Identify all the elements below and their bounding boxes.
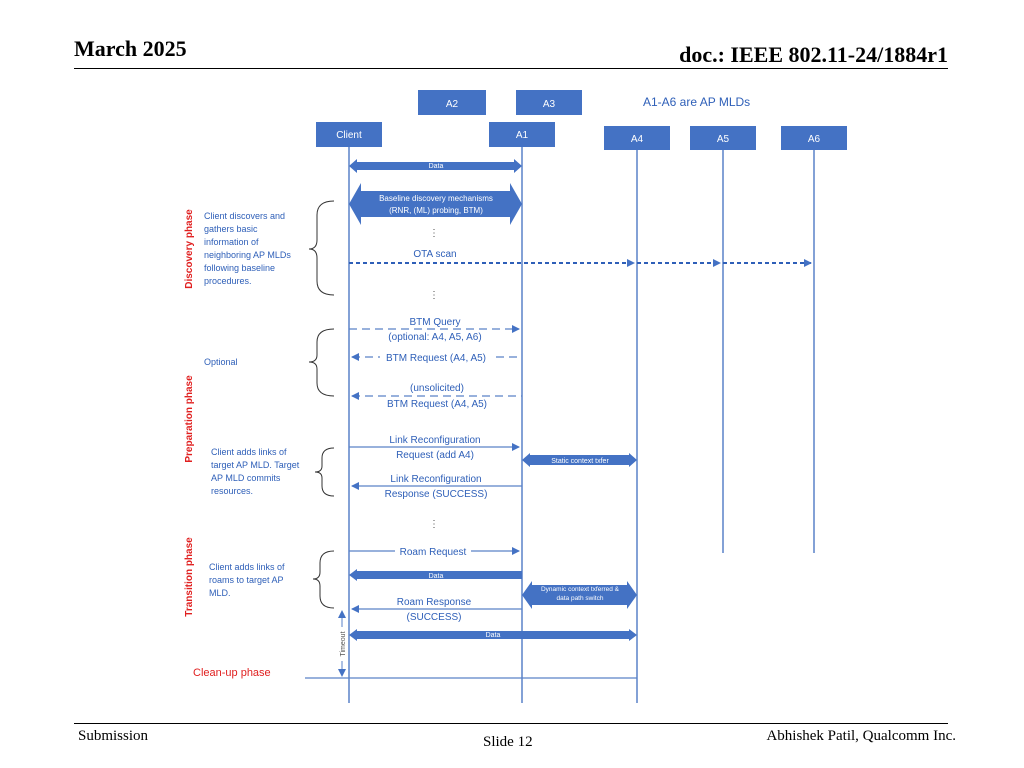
msg-roam-response: Roam Response (SUCCESS) [351,597,522,623]
svg-text:target AP MLD. Target: target AP MLD. Target [211,460,300,470]
svg-text:Roam Request: Roam Request [400,547,467,558]
entity-a4: A4 [604,126,670,150]
svg-text:Client: Client [336,130,362,141]
svg-text:Data: Data [429,573,444,580]
annotation-transition: Client adds links of roams to target AP … [209,562,285,598]
svg-text:A3: A3 [543,99,556,110]
footer-submission: Submission [78,728,149,744]
msg-btm-request: BTM Request (A4, A5) [351,353,522,364]
svg-text:procedures.: procedures. [204,276,252,286]
annotation-prep-links: Client adds links of target AP MLD. Targ… [211,447,300,496]
entity-client: Client [316,122,382,147]
svg-text:Link Reconfiguration: Link Reconfiguration [389,435,480,446]
svg-text:(optional: A4, A5, A6): (optional: A4, A5, A6) [388,332,481,343]
svg-text:Baseline discovery mechanisms: Baseline discovery mechanisms [379,194,493,203]
header-doc-id: doc.: IEEE 802.11-24/1884r1 [679,42,948,67]
footer-author: Abhishek Patil, Qualcomm Inc. [766,728,956,744]
msg-static-context: Static context txfer [522,453,637,467]
entity-a2: A2 [418,90,486,115]
ellipsis-2: ⋮ [429,290,439,301]
svg-text:Request (add A4): Request (add A4) [396,450,474,461]
msg-baseline-discovery: Baseline discovery mechanisms (RNR, (ML)… [349,183,522,225]
msg-data-3: Data [349,629,637,641]
svg-text:A5: A5 [717,134,730,145]
svg-text:resources.: resources. [211,486,253,496]
svg-text:BTM Request (A4, A5): BTM Request (A4, A5) [386,353,486,364]
svg-text:Response (SUCCESS): Response (SUCCESS) [385,489,488,500]
svg-text:Static context txfer: Static context txfer [551,458,609,465]
msg-link-reconfig-request: Link Reconfiguration Request (add A4) [349,435,520,461]
msg-btm-query: BTM Query (optional: A4, A5, A6) [349,317,520,343]
msg-data-1: Data [349,159,522,173]
lifelines [348,147,815,703]
svg-text:roams to target AP: roams to target AP [209,575,284,585]
svg-text:AP MLD commits: AP MLD commits [211,473,281,483]
header-rule [74,68,948,69]
phase-discovery: Discovery phase [184,209,195,289]
phase-cleanup: Clean-up phase [193,667,271,679]
svg-text:BTM Query: BTM Query [409,317,460,328]
msg-dynamic-context: Dynamic context txferred & data path swi… [522,581,637,609]
svg-text:OTA scan: OTA scan [413,249,456,260]
brace-prep-links [314,447,335,497]
entity-a1: A1 [489,122,555,147]
svg-text:(unsolicited): (unsolicited) [410,383,464,394]
svg-text:Timeout: Timeout [340,631,347,656]
ellipsis-1: ⋮ [429,228,439,239]
svg-text:A1: A1 [516,130,529,141]
header-date: March 2025 [74,36,187,61]
svg-text:Dynamic context txferred &: Dynamic context txferred & [541,586,620,593]
msg-unsolicited-btm: (unsolicited) BTM Request (A4, A5) [351,383,522,410]
svg-text:neighboring AP MLDs: neighboring AP MLDs [204,250,291,260]
msg-ota-scan: OTA scan [349,249,812,267]
svg-text:gathers basic: gathers basic [204,224,258,234]
brace-optional [308,328,335,397]
svg-text:A6: A6 [808,134,821,145]
msg-roam-request: Roam Request [349,547,520,558]
svg-text:(SUCCESS): (SUCCESS) [406,612,461,623]
phase-transition: Transition phase [184,537,195,617]
svg-text:A2: A2 [446,99,459,110]
svg-text:Client discovers and: Client discovers and [204,211,285,221]
msg-link-reconfig-response: Link Reconfiguration Response (SUCCESS) [351,474,522,500]
svg-text:Data: Data [429,163,444,170]
svg-text:MLD.: MLD. [209,588,231,598]
entity-a5: A5 [690,126,756,150]
svg-text:following baseline: following baseline [204,263,275,273]
svg-text:(RNR, (ML) probing, BTM): (RNR, (ML) probing, BTM) [389,206,483,215]
entity-a6: A6 [781,126,847,150]
svg-text:BTM Request (A4, A5): BTM Request (A4, A5) [387,399,487,410]
msg-data-2: Data [349,569,522,581]
phase-preparation: Preparation phase [184,375,195,463]
footer-rule [74,723,948,724]
brace-discovery [308,200,335,296]
ellipsis-3: ⋮ [429,519,439,530]
svg-text:Client adds links of: Client adds links of [209,562,285,572]
brace-transition [312,550,335,609]
annotation-optional: Optional [204,357,238,367]
svg-text:A4: A4 [631,134,644,145]
svg-text:Link Reconfiguration: Link Reconfiguration [390,474,481,485]
diagram-note: A1-A6 are AP MLDs [643,95,750,109]
annotation-discovery: Client discovers and gathers basic infor… [204,211,291,286]
svg-text:Client adds links of: Client adds links of [211,447,287,457]
svg-text:information of: information of [204,237,259,247]
svg-text:data path switch: data path switch [557,595,604,602]
footer-slide-number: Slide 12 [483,734,533,750]
entity-a3: A3 [516,90,582,115]
timeout-marker: Timeout [336,610,348,677]
svg-text:Roam Response: Roam Response [397,597,472,608]
svg-text:Data: Data [486,632,501,639]
